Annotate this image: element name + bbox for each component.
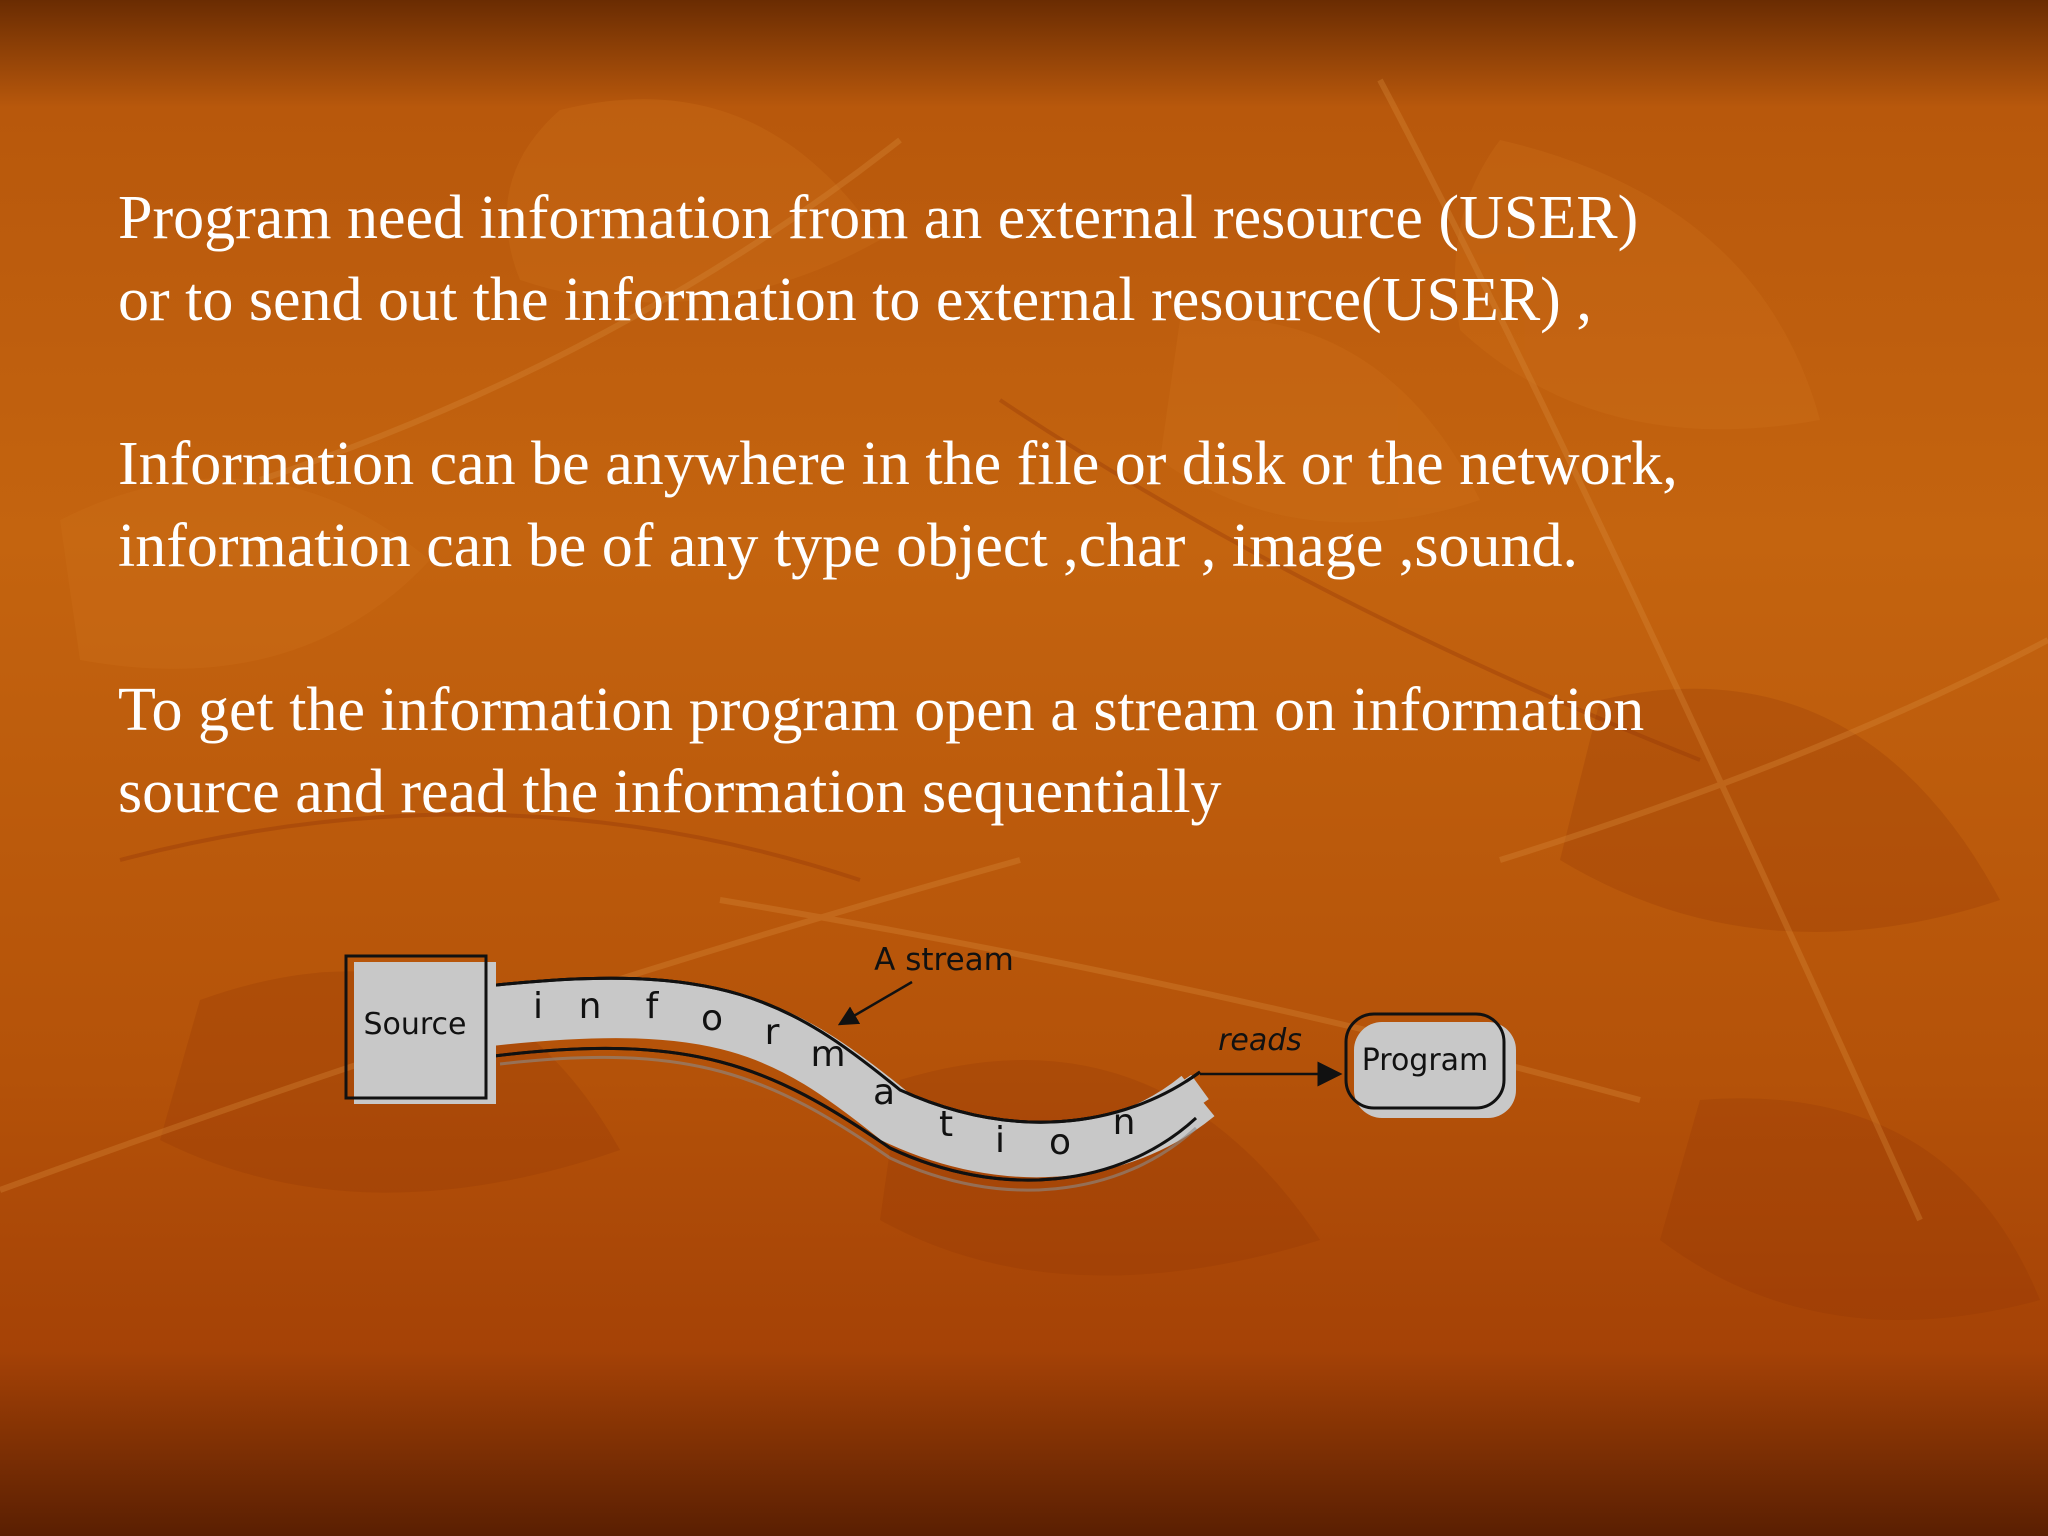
stream-letter: n [579, 986, 602, 1027]
paragraph-line: source and read the information sequenti… [118, 758, 1222, 826]
program-box [1344, 1012, 1506, 1110]
source-box-shadow [354, 962, 496, 1104]
stream-letter: i [533, 986, 543, 1027]
source-label: Source [363, 1007, 466, 1042]
paragraph-line: Program need information from an externa… [118, 184, 1639, 252]
source-box [344, 954, 488, 1100]
stream-pointer-arrow [837, 980, 913, 1026]
stream-ribbon [486, 976, 1215, 1192]
stream-label: A stream [874, 942, 1014, 978]
paragraph-line: To get the information program open a st… [118, 676, 1645, 744]
stream-letter: o [701, 998, 723, 1039]
paragraph-line: information can be of any type object ,c… [118, 512, 1578, 580]
paragraph-line: Information can be anywhere in the file … [118, 430, 1678, 498]
program-label: Program [1362, 1043, 1489, 1078]
stream-letter: o [1049, 1122, 1071, 1163]
stream-letter: f [646, 986, 660, 1027]
paragraph-open-stream: To get the information program open a st… [118, 669, 1644, 833]
stream-letter: t [939, 1104, 953, 1145]
stream-letter: n [1113, 1102, 1136, 1143]
reads-label: reads [1218, 1023, 1302, 1058]
stream-letter: m [810, 1034, 845, 1075]
stream-letter: r [765, 1012, 780, 1053]
stream-letter: i [995, 1120, 1005, 1161]
paragraph-information-location: Information can be anywhere in the file … [118, 423, 1678, 587]
stream-letter: a [873, 1072, 895, 1113]
program-box-shadow [1354, 1022, 1516, 1118]
paragraph-line: or to send out the information to extern… [118, 266, 1592, 334]
paragraph-program-needs-information: Program need information from an externa… [118, 177, 1638, 341]
